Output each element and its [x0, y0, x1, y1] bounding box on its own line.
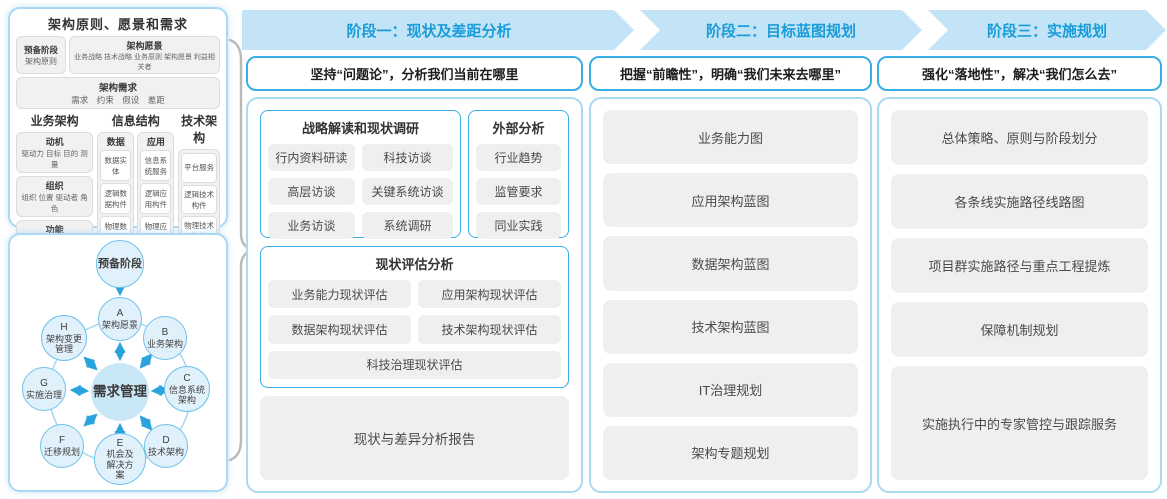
organization-title: 组织	[45, 181, 64, 191]
logical-tech-box: 逻辑技术构件	[181, 184, 217, 215]
information-structure-column: 信息结构 数据 数据实体 逻辑数据构件 物理数据构件 应用 信息系统服务 逻辑应…	[97, 112, 175, 250]
phase3-deliverable: 实施执行中的专家管控与跟踪服务	[891, 366, 1148, 481]
assessment-item: 技术架构现状评估	[418, 315, 561, 344]
phase3-deliverable: 各条线实施路径线路图	[891, 174, 1148, 230]
data-entity-box: 数据实体	[100, 150, 132, 181]
assessment-item: 数据架构现状评估	[268, 315, 411, 344]
prep-phase-title: 预备阶段	[23, 44, 58, 55]
phase2-deliverable: IT治理规划	[603, 362, 858, 417]
info-system-service-box: 信息系统服务	[140, 150, 172, 181]
assessment-item: 业务能力现状评估	[268, 280, 411, 309]
phase3-banner: 阶段三：实施规划	[928, 10, 1166, 50]
framework-title: 架构原则、愿景和需求	[47, 17, 188, 32]
function-title: 功能	[45, 225, 64, 235]
phase2-motto: 把握“前瞻性”，明确“我们未来去哪里”	[589, 56, 872, 91]
application-column: 应用 信息系统服务 逻辑应用构件 物理应用构件	[137, 132, 175, 250]
organization-box: 组织 组织 位置 驱动者 角色	[16, 176, 94, 217]
information-structure-title: 信息结构	[111, 114, 160, 128]
requirements-box: 架构需求 需求 约束 假设 差距	[16, 77, 220, 109]
research-item: 关键系统访谈	[361, 178, 454, 205]
phase3-banner-label: 阶段三：实施规划	[986, 22, 1107, 40]
external-item: 同业实践	[476, 212, 561, 239]
tech-arch-column: 技术架构 平台服务 逻辑技术构件 物理技术构件	[178, 112, 220, 250]
phase3-deliverable: 保障机制规划	[891, 302, 1148, 358]
motivation-title: 动机	[45, 137, 64, 147]
data-column-title: 数据	[106, 137, 125, 147]
phase2-deliverable: 架构专题规划	[603, 425, 858, 481]
phase1-banner-label: 阶段一：现状及差距分析	[346, 22, 512, 40]
adm-node-d: D 技术架构	[144, 424, 188, 468]
phase1-output-report: 现状与差异分析报告	[260, 396, 569, 480]
adm-node-b: B 业务架构	[143, 316, 187, 360]
phase1-research-group: 战略解读和现状调研 行内资料研读 科技访谈 高层访谈 关键系统访谈 业务访谈 系…	[260, 110, 462, 239]
phase3-motto: 强化“落地性”，解决“我们怎么去”	[877, 56, 1162, 91]
research-item: 高层访谈	[268, 178, 355, 205]
assessment-group-title: 现状评估分析	[375, 257, 454, 272]
phase1-container: 战略解读和现状调研 行内资料研读 科技访谈 高层访谈 关键系统访谈 业务访谈 系…	[246, 97, 583, 493]
requirements-sub: 需求 约束 假设 差距	[71, 95, 165, 105]
vision-box: 架构愿景 业务战略 技术战略 业务原则 架构愿景 利益相关者	[69, 36, 220, 74]
adm-node-g: G 实施治理	[22, 367, 66, 411]
prep-phase-box: 预备阶段 架构原则	[16, 36, 66, 74]
assessment-item: 应用架构现状评估	[418, 280, 561, 309]
phase1-assessment-group: 现状评估分析 业务能力现状评估 应用架构现状评估 数据架构现状评估 技术架构现状…	[260, 246, 569, 388]
adm-node-c: C 信息系统架构	[164, 366, 210, 412]
research-item: 科技访谈	[361, 144, 454, 171]
phase3-container: 总体策略、原则与阶段划分 各条线实施路径线路图 项目群实施路径与重点工程提炼 保…	[877, 97, 1162, 493]
external-item: 行业趋势	[476, 144, 561, 171]
motivation-box: 动机 驱动力 目标 目的 测量	[16, 132, 94, 173]
phase2-banner: 阶段二：目标蓝图规划	[640, 10, 922, 50]
adm-center-label: 需求管理	[93, 383, 147, 399]
business-arch-column: 业务架构 动机 驱动力 目标 目的 测量 组织 组织 位置 驱动者 角色 功能 …	[16, 112, 94, 250]
logical-app-box: 逻辑应用构件	[140, 183, 172, 214]
tech-arch-title: 技术架构	[181, 114, 218, 145]
organization-sub: 组织 位置 驱动者 角色	[21, 193, 88, 213]
phase2-deliverable: 业务能力图	[603, 110, 858, 165]
external-item: 监管要求	[476, 178, 561, 205]
phase1-external-group: 外部分析 行业趋势 监管要求 同业实践	[468, 110, 569, 239]
research-group-title: 战略解读和现状调研	[302, 121, 420, 136]
research-item: 行内资料研读	[268, 144, 355, 171]
application-column-title: 应用	[146, 137, 165, 147]
phase2-deliverable: 技术架构蓝图	[603, 299, 858, 354]
phase2-banner-label: 阶段二：目标蓝图规划	[705, 22, 856, 40]
adm-cycle-panel: 预备阶段 A 架构愿景 B 业务架构 C 信息系统架构 D 技术架构 E 机会及…	[8, 233, 228, 492]
motivation-sub: 驱动力 目标 目的 测量	[21, 149, 88, 169]
phase2-deliverable: 应用架构蓝图	[603, 173, 858, 228]
vision-sub: 业务战略 技术战略 业务原则 架构愿景 利益相关者	[74, 53, 215, 71]
logical-data-box: 逻辑数据构件	[100, 183, 132, 214]
business-arch-title: 业务架构	[30, 114, 79, 128]
research-item: 业务访谈	[268, 212, 355, 239]
prep-phase-sub: 架构原则	[25, 56, 57, 66]
adm-center-node: 需求管理	[91, 363, 149, 421]
phase3-deliverable: 项目群实施路径与重点工程提炼	[891, 238, 1148, 294]
platform-service-box: 平台服务	[181, 153, 217, 183]
vision-title: 架构愿景	[126, 40, 163, 51]
phase3-deliverable: 总体策略、原则与阶段划分	[891, 110, 1148, 166]
adm-node-a: A 架构愿景	[98, 297, 142, 341]
assessment-item: 科技治理现状评估	[268, 350, 561, 379]
phase1-motto: 坚持“问题论”，分析我们当前在哪里	[246, 56, 583, 91]
research-item: 系统调研	[361, 212, 454, 239]
adm-node-preliminary: 预备阶段	[96, 240, 144, 288]
phase2-container: 业务能力图 应用架构蓝图 数据架构蓝图 技术架构蓝图 IT治理规划 架构专题规划	[589, 97, 872, 493]
adm-node-f: F 迁移规划	[40, 424, 84, 468]
framework-panel: 架构原则、愿景和需求 预备阶段 架构原则 架构愿景 业务战略 技术战略 业务原则…	[8, 7, 228, 287]
phase2-deliverable: 数据架构蓝图	[603, 236, 858, 291]
requirements-title: 架构需求	[98, 83, 137, 94]
adm-preliminary-label: 预备阶段	[98, 257, 142, 270]
external-group-title: 外部分析	[492, 121, 545, 136]
adm-node-e: E 机会及解决方案	[94, 433, 146, 485]
phase1-banner: 阶段一：现状及差距分析	[242, 10, 634, 50]
adm-node-h: H 架构变更管理	[41, 315, 87, 361]
